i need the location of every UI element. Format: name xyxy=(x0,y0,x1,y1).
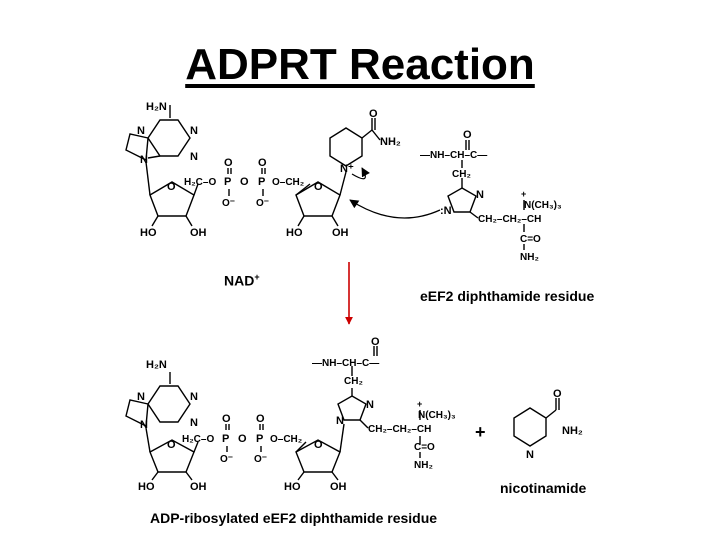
label-o: O xyxy=(371,336,380,348)
label-oh: OH xyxy=(332,227,349,239)
label-n: N xyxy=(190,125,198,137)
label-nh-ch-c: —NH–CH–C— xyxy=(420,150,487,161)
label-ch2-ch2-ch: CH₂–CH₂–CH xyxy=(368,424,431,435)
product-caption: ADP-ribosylated eEF2 diphthamide residue xyxy=(150,510,438,526)
label-o: O xyxy=(167,439,176,451)
label-h2n: H₂N xyxy=(146,101,167,113)
label-o: O xyxy=(240,176,249,188)
label-n: N xyxy=(190,391,198,403)
label-h2n: H₂N xyxy=(146,359,167,371)
eef2-caption: eEF2 diphthamide residue xyxy=(420,288,595,304)
label-n-ch3-3: N(CH₃)₃ xyxy=(524,200,562,211)
label-n: N xyxy=(526,449,534,461)
product-molecule xyxy=(125,346,560,481)
label-o-minus: O⁻ xyxy=(256,198,269,209)
label-ch2: CH₂ xyxy=(344,376,363,387)
label-o: O xyxy=(224,157,233,169)
label-o: O xyxy=(222,413,231,425)
label-ho: HO xyxy=(286,227,303,239)
label-c-nh2: NH₂ xyxy=(380,136,401,148)
label-nh-ch-c: —NH–CH–C— xyxy=(312,358,379,369)
label-n-ch3-3: N(CH₃)₃ xyxy=(418,410,456,421)
nad-charge: + xyxy=(254,272,260,282)
label-c-eq-o: C=O xyxy=(520,234,541,245)
label-n: N xyxy=(476,189,484,201)
label-o: O xyxy=(369,108,378,120)
label-o: O xyxy=(256,413,265,425)
label-oh: OH xyxy=(190,227,207,239)
label-h2c-o: H₂C–O xyxy=(184,177,216,188)
label-nh2: NH₂ xyxy=(562,425,583,437)
label-ho: HO xyxy=(284,481,301,493)
nad-caption-text: NAD xyxy=(224,272,255,289)
page-title: ADPRT Reaction xyxy=(185,40,535,89)
label-nh2: NH₂ xyxy=(414,460,433,471)
label-n-colon: :N xyxy=(440,205,452,217)
label-o-minus: O⁻ xyxy=(220,454,233,465)
label-o: O xyxy=(314,181,323,193)
label-o-minus: O⁻ xyxy=(222,198,235,209)
label-o: O xyxy=(238,433,247,445)
label-o: O xyxy=(314,439,323,451)
label-c-eq-o: C=O xyxy=(414,442,435,453)
label-n: N xyxy=(140,419,148,431)
label-oh: OH xyxy=(190,481,207,493)
label-ho: HO xyxy=(140,227,157,239)
label-n: N xyxy=(190,151,198,163)
nad-molecule xyxy=(125,105,381,227)
label-n: N xyxy=(366,399,374,411)
label-n: N xyxy=(336,415,344,427)
label-oh: OH xyxy=(330,481,347,493)
label-ho: HO xyxy=(138,481,155,493)
label-nh2: NH₂ xyxy=(520,252,539,263)
label-o-ch2: O–CH₂ xyxy=(270,434,302,445)
label-n-plus: N⁺ xyxy=(340,163,354,175)
nicotinamide-caption: nicotinamide xyxy=(500,480,587,496)
label-o-ch2: O–CH₂ xyxy=(272,177,304,188)
diphthamide-residue xyxy=(447,140,525,250)
label-o: O xyxy=(463,129,472,141)
label-plus: + xyxy=(417,399,422,409)
label-n: N xyxy=(140,154,148,166)
label-h2c-o: H₂C–O xyxy=(182,434,214,445)
label-p: P xyxy=(258,176,265,188)
label-ch2: CH₂ xyxy=(452,169,471,180)
label-o-minus: O⁻ xyxy=(254,454,267,465)
label-n: N xyxy=(137,391,145,403)
label-n: N xyxy=(137,125,145,137)
curved-arrow-small xyxy=(351,167,370,180)
label-n: N xyxy=(190,417,198,429)
label-p: P xyxy=(224,176,231,188)
label-ch2-ch2-ch: CH₂–CH₂–CH xyxy=(478,214,541,225)
nad-caption: NAD+ xyxy=(224,272,260,289)
label-p: P xyxy=(222,433,229,445)
label-o: O xyxy=(258,157,267,169)
label-plus: + xyxy=(521,189,526,199)
plus-sign: + xyxy=(475,422,486,442)
label-p: P xyxy=(256,433,263,445)
curved-arrow-large xyxy=(349,199,441,219)
label-o: O xyxy=(553,388,562,400)
label-o: O xyxy=(167,181,176,193)
